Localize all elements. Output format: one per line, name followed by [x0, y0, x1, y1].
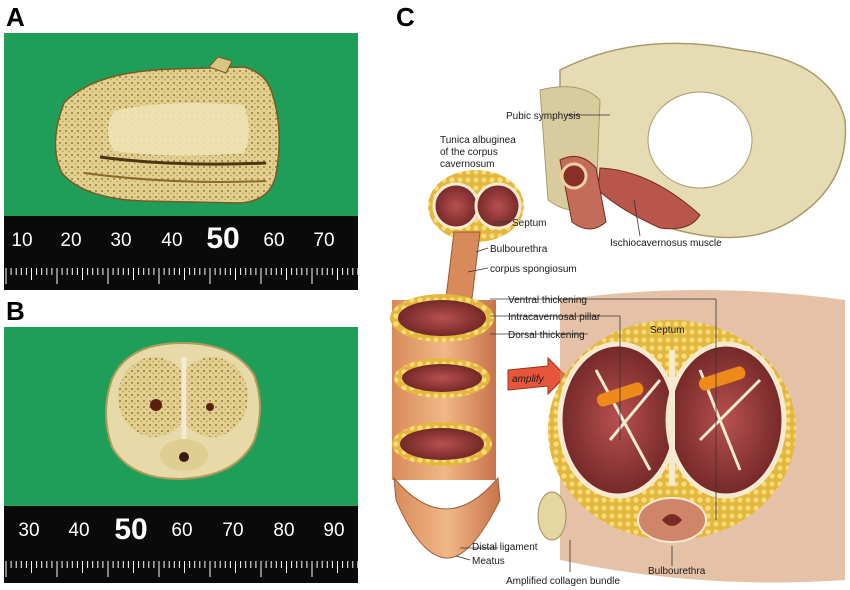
- label-amplified-collagen: Amplified collagen bundle: [506, 576, 620, 587]
- ruler-a-label-70: 70: [313, 230, 334, 251]
- ruler-b-label-60: 60: [171, 520, 192, 541]
- panel-letter-b: B: [6, 296, 25, 326]
- ruler-a: 10 20 30 40 50 60 70: [4, 216, 358, 290]
- leader-lines: [455, 114, 717, 572]
- ruler-b-label-80: 80: [273, 520, 294, 541]
- label-meatus: Meatus: [472, 556, 505, 567]
- ruler-b-ticks: [5, 561, 358, 577]
- ischiocavernosus-muscle: [559, 155, 701, 230]
- specimen-photo-a: 10 20 30 40 50 60 70: [4, 33, 358, 290]
- ruler-b-label-30: 30: [18, 520, 39, 541]
- label-tunica-line1: Tunica albuginea: [440, 135, 516, 146]
- ruler-a-ticks: [5, 268, 358, 284]
- anatomy-illustration: amplify Pubic symphysis Tunica albuginea…: [390, 42, 847, 587]
- label-corpus-spongiosum: corpus spongiosum: [490, 264, 577, 275]
- label-tunica-line2: of the corpus: [440, 147, 498, 158]
- large-cross-section: [537, 290, 845, 583]
- label-pubic-symphysis: Pubic symphysis: [506, 111, 580, 122]
- specimen-photo-b: 30 40 50 60 70 80 90: [4, 327, 358, 583]
- ruler-b-label-70: 70: [222, 520, 243, 541]
- label-septum-top: Septum: [512, 218, 546, 229]
- ruler-a-label-40: 40: [161, 230, 182, 251]
- amplify-label: amplify: [512, 374, 545, 385]
- ruler-b-label-50: 50: [114, 513, 147, 546]
- ruler-b: 30 40 50 60 70 80 90: [4, 506, 358, 583]
- longitudinal-specimen-image: [54, 56, 280, 204]
- corpus-spongiosum-segment: [445, 231, 481, 299]
- label-bulbourethra-main: Bulbourethra: [648, 566, 706, 577]
- panel-letter-c: C: [396, 2, 415, 32]
- label-distal-ligament: Distal ligament: [472, 542, 538, 553]
- ruler-a-label-50: 50: [206, 222, 239, 255]
- label-ventral-thickening: Ventral thickening: [508, 295, 587, 306]
- ruler-a-label-20: 20: [60, 230, 81, 251]
- label-intracavernosal-pillar: Intracavernosal pillar: [508, 312, 601, 323]
- shaft-stack: [390, 294, 501, 559]
- label-dorsal-thickening: Dorsal thickening: [508, 330, 585, 341]
- ruler-a-label-10: 10: [11, 230, 32, 251]
- ruler-b-label-90: 90: [323, 520, 344, 541]
- ruler-a-label-30: 30: [110, 230, 131, 251]
- cross-section-specimen-image: [105, 341, 261, 481]
- amplify-arrow: [507, 356, 567, 396]
- label-ischiocavernosus: Ischiocavernosus muscle: [610, 238, 722, 249]
- small-cross-section-top: [428, 170, 524, 242]
- panel-letter-a: A: [6, 2, 25, 32]
- label-bulbourethra-top: Bulbourethra: [490, 244, 548, 255]
- label-septum-main: Septum: [650, 325, 684, 336]
- ruler-b-label-40: 40: [68, 520, 89, 541]
- label-tunica-line3: cavernosum: [440, 159, 494, 170]
- ruler-a-label-60: 60: [263, 230, 284, 251]
